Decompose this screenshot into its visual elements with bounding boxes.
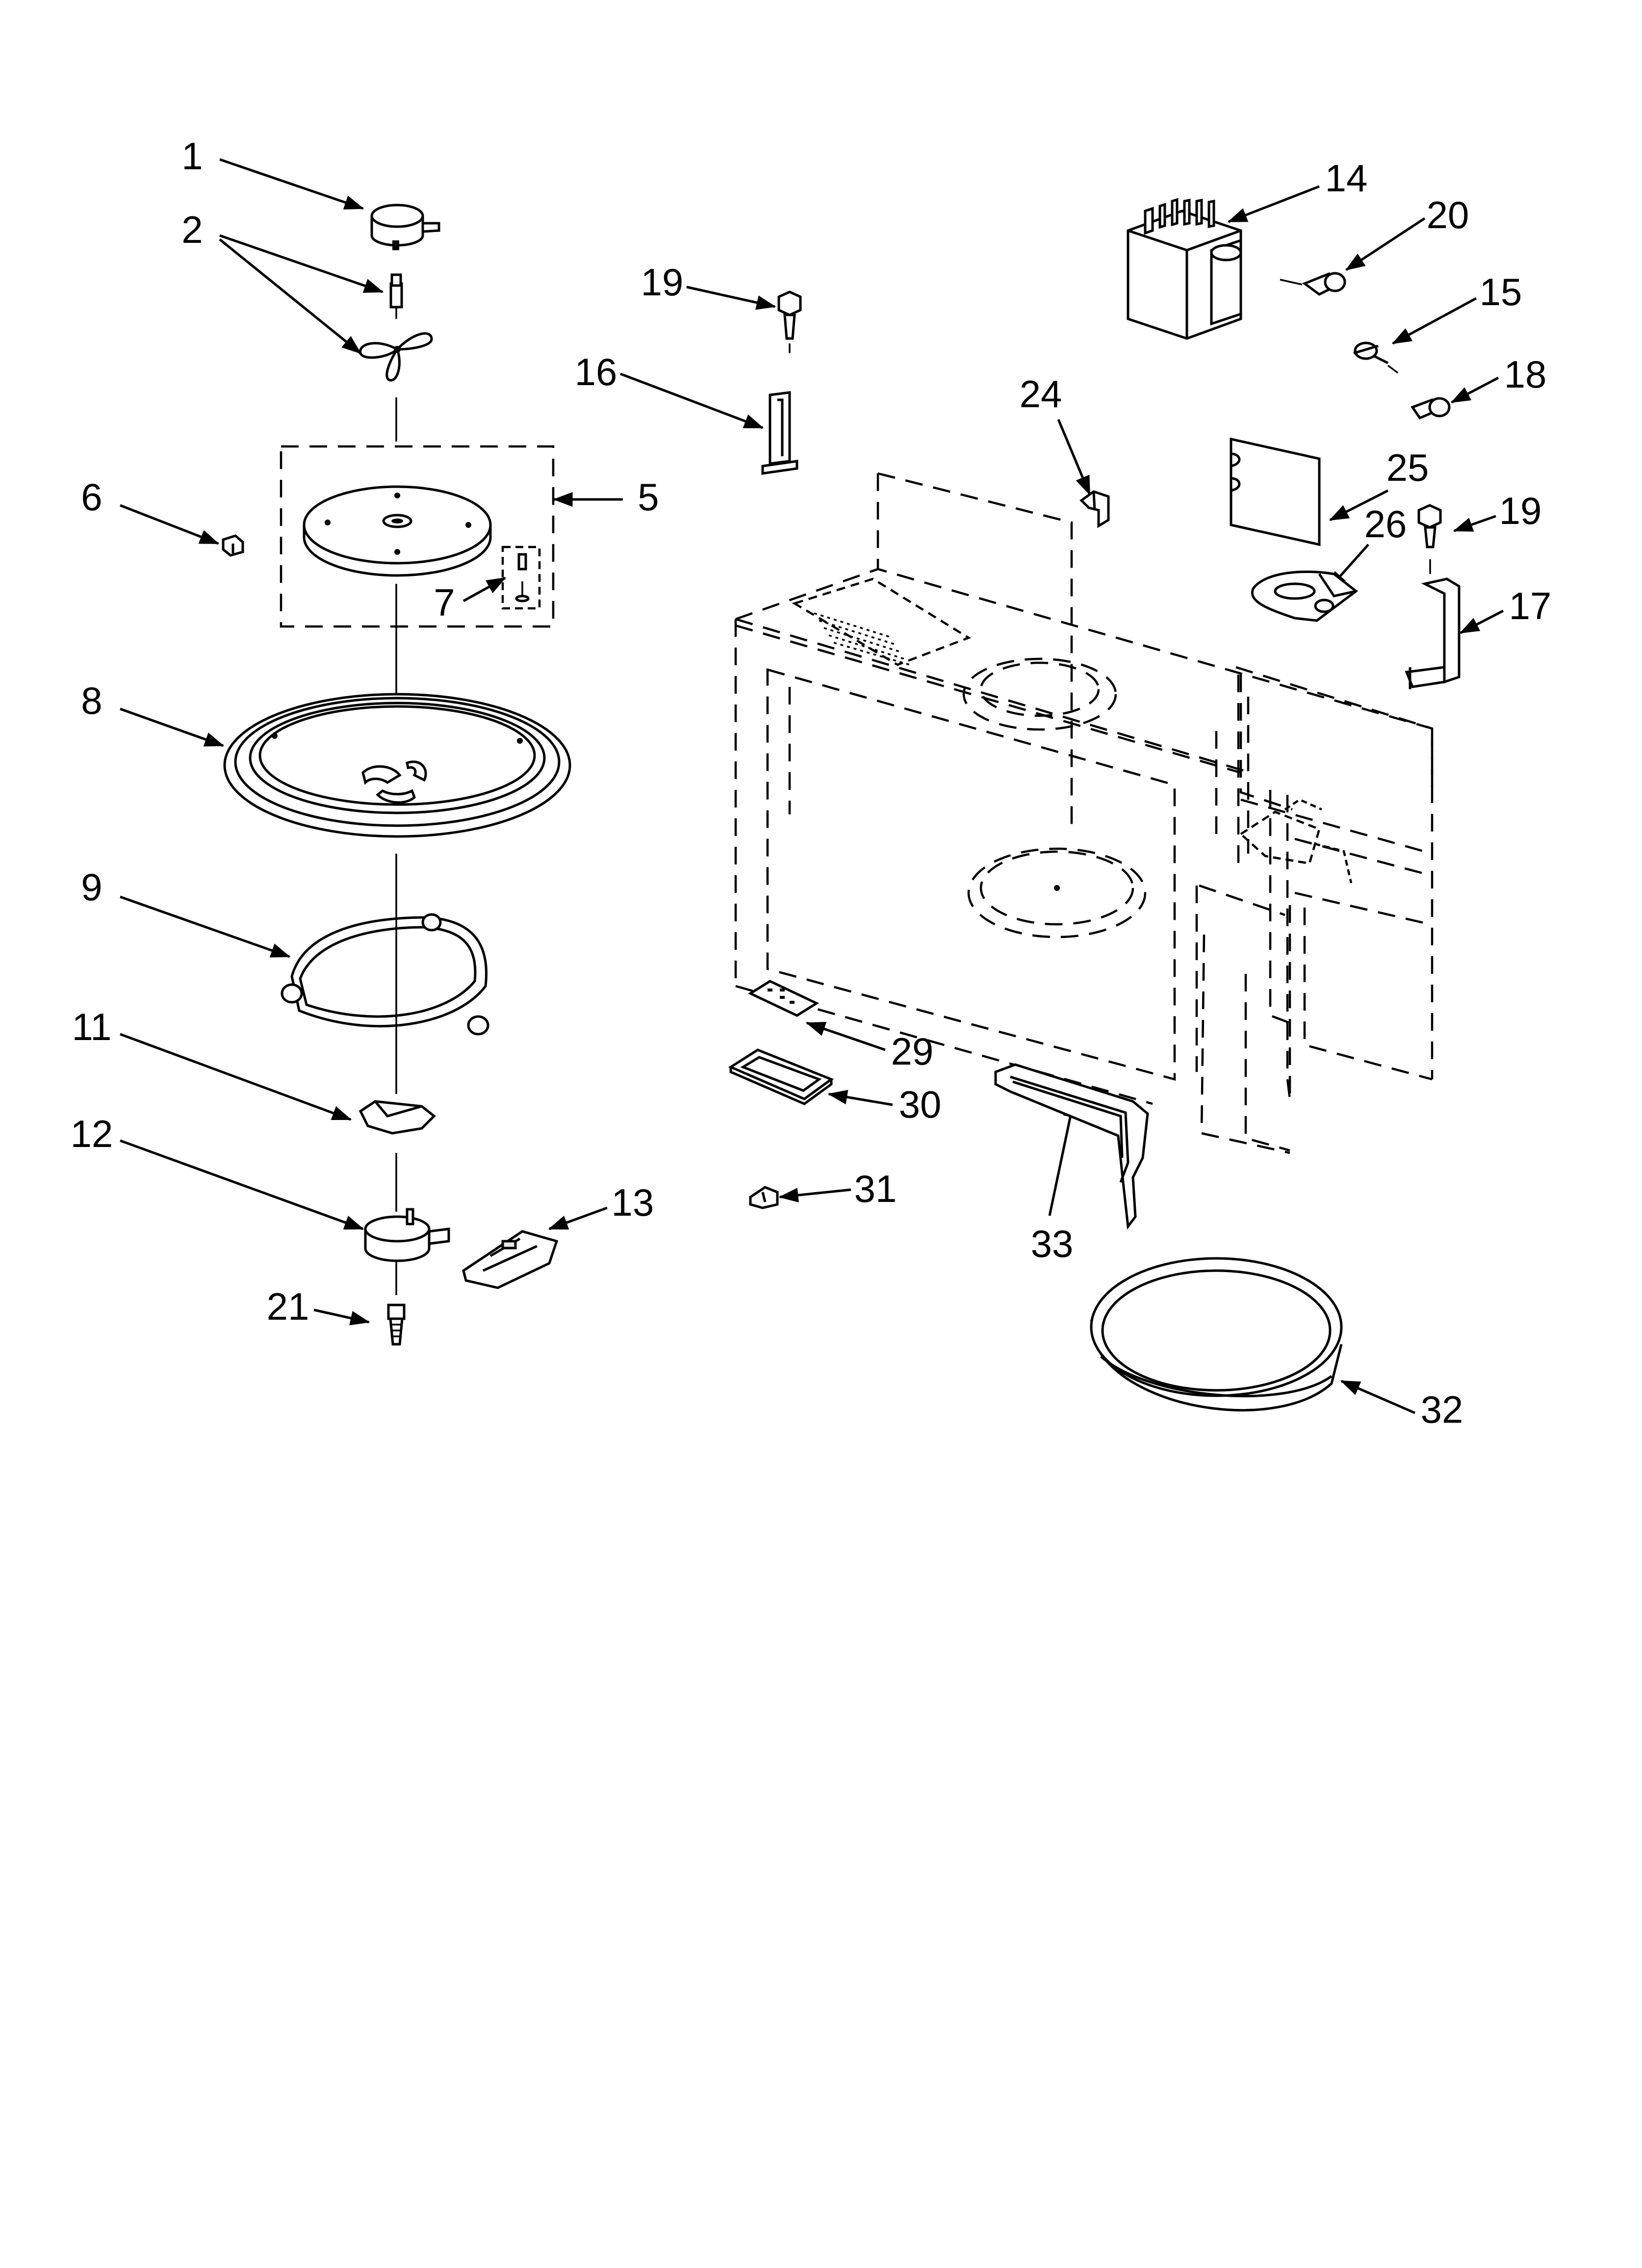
callout-33: 33	[1031, 1222, 1074, 1265]
part-14-transformer	[1127, 198, 1242, 340]
callout-5: 5	[638, 475, 659, 519]
callout-1: 1	[181, 134, 203, 178]
callout-21: 21	[267, 1285, 309, 1328]
part-9-roller-ring	[281, 913, 489, 1036]
part-30-frame	[728, 1048, 834, 1105]
callout-14: 14	[1325, 156, 1368, 200]
callout-9: 9	[81, 865, 102, 909]
callout-8: 8	[81, 679, 102, 722]
leader-arrows	[120, 158, 1504, 1414]
part-6-clip	[222, 534, 244, 557]
callout-18: 18	[1504, 353, 1547, 396]
callout-11: 11	[72, 1005, 112, 1048]
callout-31: 31	[854, 1167, 897, 1210]
cavity-phantom	[734, 472, 1434, 1154]
callout-24: 24	[1020, 372, 1062, 416]
callout-20: 20	[1427, 193, 1469, 236]
part-19-right-screw	[1417, 504, 1442, 574]
part-33-bracket	[994, 1063, 1149, 1230]
lower-parts	[728, 980, 1343, 1411]
part-11-coupler	[359, 1100, 436, 1135]
callout-19-right: 19	[1499, 489, 1542, 532]
part-1-stirrer-motor	[370, 204, 440, 250]
callout-25: 25	[1386, 446, 1429, 489]
callout-17: 17	[1509, 584, 1552, 627]
part-8-glass-tray	[223, 693, 571, 838]
callout-15: 15	[1480, 270, 1522, 313]
callout-13: 13	[612, 1181, 654, 1224]
part-21-screw	[387, 1303, 406, 1346]
callout-19-top: 19	[641, 261, 684, 304]
part-12-turntable-motor	[364, 1208, 450, 1262]
callout-30: 30	[899, 1083, 942, 1126]
turntable-assembly	[222, 204, 571, 1346]
part-15-thermal-cutout	[1353, 341, 1399, 374]
part-26-mount-plate	[1251, 570, 1359, 622]
part-31-clip	[749, 1186, 779, 1209]
part-32-pan	[1090, 1257, 1343, 1411]
callout-12: 12	[71, 1112, 113, 1155]
callout-26: 26	[1364, 502, 1407, 546]
part-2-stirrer-blade	[359, 273, 433, 382]
part-24-clip	[1079, 490, 1110, 528]
part-16-bracket	[761, 391, 798, 475]
part-13-bracket	[462, 1230, 559, 1289]
part-20-screw	[1280, 272, 1346, 296]
part-5-stirrer-cover-kit	[280, 445, 555, 628]
callout-7: 7	[434, 581, 455, 624]
callout-32: 32	[1421, 1388, 1463, 1431]
part-19-top-screw	[777, 290, 802, 353]
upper-parts	[761, 198, 1461, 689]
vent-grille-dots	[814, 612, 910, 666]
callout-16: 16	[575, 350, 617, 393]
part-29-membrane	[747, 980, 820, 1017]
part-17-bracket	[1405, 577, 1461, 689]
callout-2: 2	[181, 208, 203, 251]
callout-labels: 1 2 5 6 7 8 9 11 12 13 14 15 16 17 18 19…	[71, 134, 1552, 1431]
part-25-plate	[1230, 437, 1321, 547]
part-18-screw	[1411, 397, 1451, 420]
callout-6: 6	[81, 475, 102, 519]
